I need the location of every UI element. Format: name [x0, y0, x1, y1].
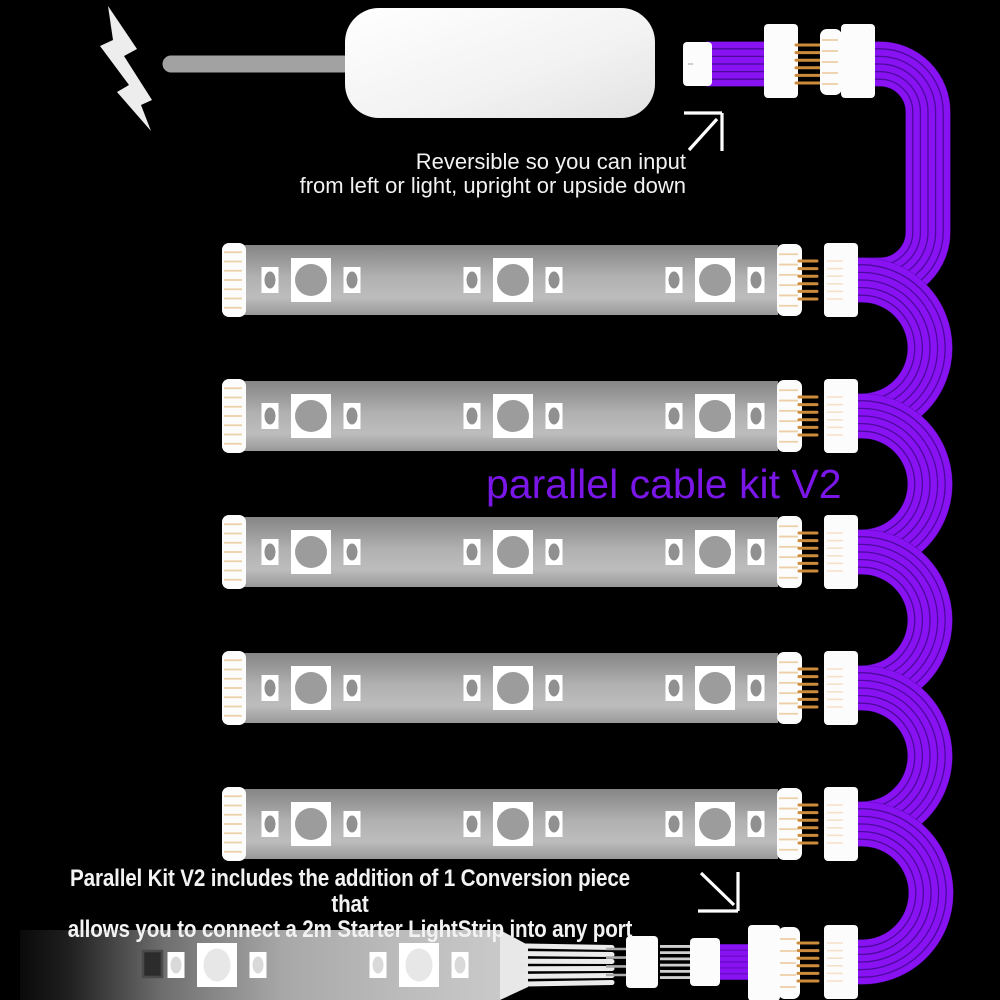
white-wire	[523, 951, 615, 958]
led-chip	[699, 264, 731, 296]
white-wire	[523, 979, 615, 987]
led-chip	[295, 808, 327, 840]
led-module	[463, 258, 563, 302]
cable-socket-block	[841, 24, 875, 98]
led-chip	[699, 536, 731, 568]
led-module	[665, 802, 765, 846]
arrow-down-right-icon	[698, 871, 740, 913]
led-strip-1	[244, 245, 778, 315]
led-chip	[497, 400, 529, 432]
led-module	[261, 530, 361, 574]
led-module	[463, 666, 563, 710]
strip-left-connector	[222, 787, 246, 861]
parallel-cable-ribbon	[706, 41, 954, 985]
white-wire	[523, 972, 615, 979]
strip-socket-block	[824, 515, 858, 589]
lightstrip-plug	[626, 936, 658, 988]
controller	[345, 8, 655, 118]
arrow-up-right-icon	[684, 111, 724, 152]
strip-gold-pins	[797, 667, 819, 709]
white-wire	[523, 943, 615, 951]
strip-left-connector	[222, 243, 246, 317]
strip-socket-block	[824, 379, 858, 453]
cable-plug-block	[748, 925, 780, 1000]
annotation-conversion-line2: allows you to connect a 2m Starter Light…	[67, 916, 633, 943]
annotation-conversion: Parallel Kit V2 includes the addition of…	[58, 866, 643, 943]
led-strip-3	[244, 517, 778, 587]
annotation-conversion-line1: Parallel Kit V2 includes the addition of…	[70, 865, 630, 918]
strip-socket-block	[824, 787, 858, 861]
conversion-ribbon	[714, 944, 754, 980]
starter-lightstrip	[20, 930, 615, 1000]
led-chip	[699, 808, 731, 840]
led-chip	[497, 672, 529, 704]
product-title: parallel cable kit V2	[486, 461, 842, 507]
annotation-reversible: Reversible so you can input from left or…	[300, 150, 686, 197]
led-module	[261, 258, 361, 302]
lightning-bolt-icon	[100, 6, 152, 131]
led-module	[261, 394, 361, 438]
led-module	[665, 394, 765, 438]
strip-right-connector	[777, 652, 802, 724]
led-chip	[295, 400, 327, 432]
led-module	[665, 666, 765, 710]
unlit-led-window	[141, 949, 164, 979]
strip-end-nozzle	[500, 930, 528, 1000]
hardware-parts	[20, 6, 875, 1000]
strip-right-connector	[777, 380, 802, 452]
led-chip	[295, 672, 327, 704]
strip-gold-pins	[797, 531, 819, 573]
led-chip	[295, 264, 327, 296]
strip-right-connector	[777, 244, 802, 316]
led-strip-4	[244, 653, 778, 723]
controller-output-connector	[683, 42, 712, 86]
strip-socket-block	[824, 651, 858, 725]
loop-ribbon-5	[852, 801, 954, 985]
strip-right-connector	[777, 788, 802, 860]
strip-right-connector	[777, 516, 802, 588]
led-strip-5	[244, 789, 778, 859]
bottom-socket-block	[824, 925, 858, 999]
led-chip	[405, 948, 433, 982]
top-gold-pins	[794, 43, 826, 85]
strip-gold-pins	[797, 395, 819, 437]
conversion-piece	[606, 925, 780, 1000]
led-chip	[295, 536, 327, 568]
callout-arrows	[684, 111, 740, 913]
strip-socket-block	[824, 243, 858, 317]
conversion-block	[690, 938, 720, 986]
led-module	[463, 394, 563, 438]
led-chip	[497, 264, 529, 296]
led-module	[665, 258, 765, 302]
strip-left-connector	[222, 651, 246, 725]
strip-left-connector	[222, 379, 246, 453]
led-module	[261, 666, 361, 710]
controller-ribbon	[706, 41, 770, 87]
led-module	[665, 530, 765, 574]
bottom-gold-pins	[796, 941, 820, 983]
annotation-reversible-line1: Reversible so you can input	[415, 149, 686, 174]
led-strip-2	[244, 381, 778, 451]
led-module	[167, 943, 267, 987]
cable-plug-block	[764, 24, 798, 98]
led-chip	[699, 400, 731, 432]
led-module	[463, 802, 563, 846]
led-module	[463, 530, 563, 574]
bottom-pleated-connector	[778, 927, 800, 999]
strip-gold-pins	[797, 803, 819, 845]
strip-left-connector	[222, 515, 246, 589]
led-module	[369, 943, 469, 987]
led-chip	[203, 948, 231, 982]
top-pleated-connector	[820, 29, 842, 95]
led-module	[261, 802, 361, 846]
led-chip	[699, 672, 731, 704]
annotation-reversible-line2: from left or light, upright or upside do…	[299, 172, 686, 198]
led-chip	[497, 808, 529, 840]
led-chip	[497, 536, 529, 568]
strip-gold-pins	[797, 259, 819, 301]
